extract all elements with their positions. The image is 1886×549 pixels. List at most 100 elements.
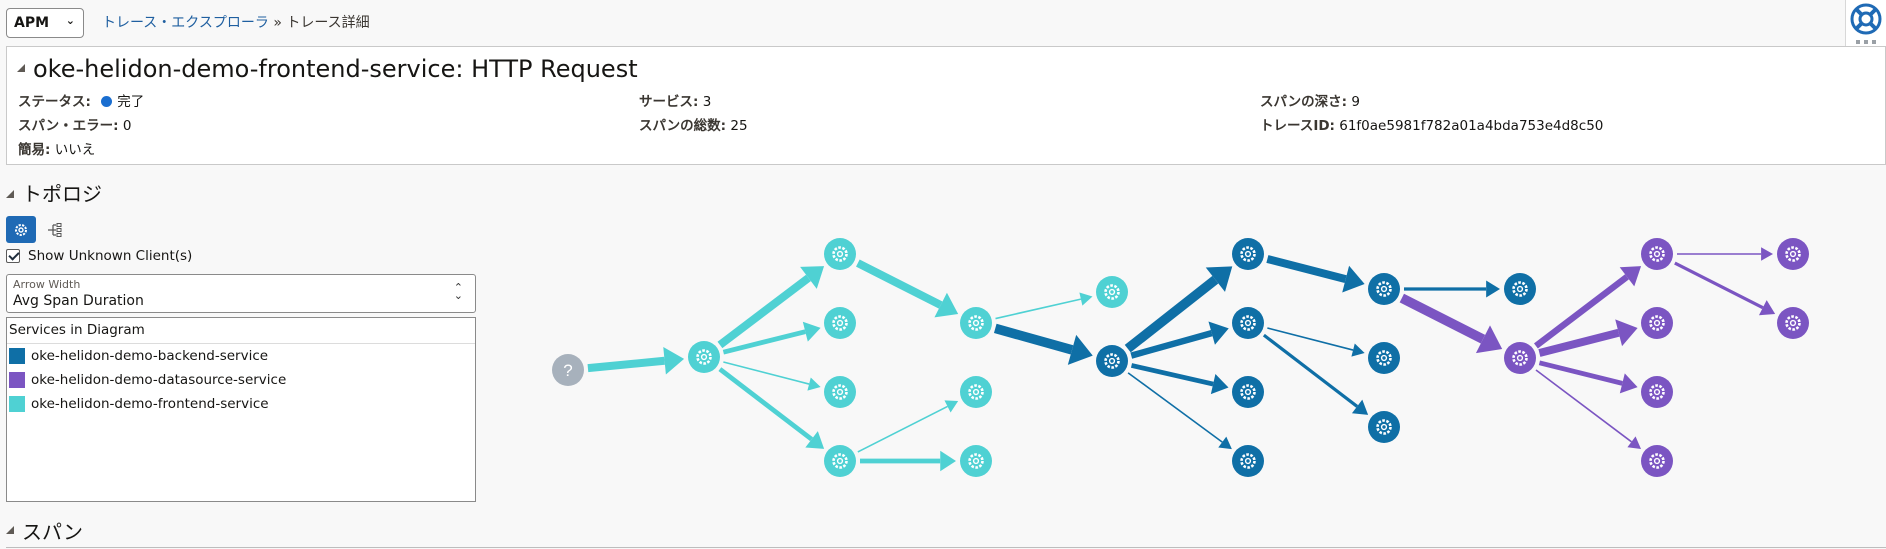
- edge-f5-b0[interactable]: [993, 323, 1074, 355]
- edge-d1-d6[interactable]: [1674, 261, 1764, 310]
- gear-icon: [1649, 453, 1665, 469]
- edge-arrowhead: [1619, 266, 1642, 287]
- edge-arrowhead: [1627, 436, 1642, 449]
- node-frontend-service[interactable]: [960, 445, 992, 477]
- edge-f5-f8[interactable]: [995, 298, 1082, 320]
- breadcrumb-separator: »: [273, 15, 282, 31]
- edge-u-f0[interactable]: [587, 356, 665, 373]
- topology-title: トポロジ: [22, 182, 102, 206]
- edge-f0-f4[interactable]: [718, 367, 814, 442]
- app-select-value: APM: [14, 15, 50, 31]
- span-errors-value: 0: [122, 118, 132, 134]
- edge-f0-f3[interactable]: [723, 361, 810, 385]
- edge-d0-d3[interactable]: [1538, 360, 1623, 386]
- node-frontend-service[interactable]: [960, 376, 992, 408]
- node-frontend-service[interactable]: [688, 341, 720, 373]
- node-backend-service[interactable]: [1368, 411, 1400, 443]
- gear-icon: [832, 246, 848, 262]
- node-datasource-service[interactable]: [1641, 238, 1673, 270]
- edge-arrowhead: [940, 450, 956, 472]
- status-dot-icon: [101, 96, 113, 107]
- services-legend-header: Services in Diagram: [7, 318, 475, 344]
- span-depth-field: スパンの深さ: 9: [1260, 90, 1360, 110]
- arrow-width-select[interactable]: Arrow Width Avg Span Duration ⌃⌄: [6, 274, 476, 313]
- simple-label: 簡易:: [18, 142, 51, 158]
- edge-b0-b4[interactable]: [1127, 372, 1223, 443]
- services-value: 3: [702, 94, 712, 110]
- node-datasource-service[interactable]: [1504, 342, 1536, 374]
- edge-b0-b2[interactable]: [1130, 330, 1213, 359]
- edge-arrowhead: [1351, 343, 1365, 357]
- node-datasource-service[interactable]: [1777, 307, 1809, 339]
- topology-collapse-icon[interactable]: [6, 190, 14, 198]
- node-datasource-service[interactable]: [1641, 307, 1673, 339]
- edge-b2-b6[interactable]: [1267, 327, 1354, 351]
- edge-arrowhead: [807, 377, 821, 391]
- gear-icon: [15, 223, 27, 236]
- edge-d0-d1[interactable]: [1533, 274, 1629, 349]
- edge-b5-d0[interactable]: [1399, 293, 1486, 344]
- breadcrumb-trace-explorer-link[interactable]: トレース・エクスプローラ: [102, 15, 269, 31]
- node-backend-service[interactable]: [1232, 238, 1264, 270]
- edge-arrowhead: [1210, 374, 1229, 395]
- simple-field: 簡易: いいえ: [18, 138, 95, 158]
- gear-icon: [1104, 353, 1120, 369]
- gear-icon: [1649, 246, 1665, 262]
- node-backend-service[interactable]: [1232, 376, 1264, 408]
- node-frontend-service[interactable]: [960, 307, 992, 339]
- node-frontend-service[interactable]: [824, 376, 856, 408]
- edge-arrowhead: [1351, 399, 1369, 415]
- edge-d0-d4[interactable]: [1535, 369, 1632, 443]
- edge-f4-f6[interactable]: [857, 405, 948, 453]
- node-datasource-service[interactable]: [1641, 376, 1673, 408]
- node-backend-service[interactable]: [1368, 342, 1400, 374]
- edge-b0-b1[interactable]: [1124, 275, 1219, 353]
- show-unknown-clients-toggle[interactable]: Show Unknown Client(s): [6, 248, 192, 264]
- edge-f1-f5[interactable]: [856, 259, 943, 309]
- span-errors-label: スパン・エラー:: [18, 118, 119, 134]
- show-unknown-clients-checkbox[interactable]: [6, 249, 20, 263]
- edge-b2-b7[interactable]: [1262, 333, 1359, 408]
- node-backend-service[interactable]: [1504, 273, 1536, 305]
- edge-arrowhead: [1218, 436, 1232, 450]
- gear-icon: [1104, 284, 1120, 300]
- app-select[interactable]: APM ⌄: [6, 8, 84, 38]
- collapse-triangle-icon[interactable]: [17, 64, 25, 72]
- node-datasource-service[interactable]: [1641, 445, 1673, 477]
- node-frontend-service[interactable]: [824, 445, 856, 477]
- status-field: ステータス: 完了: [18, 90, 144, 110]
- tree-view-button[interactable]: [40, 216, 70, 243]
- edge-f0-f2[interactable]: [722, 329, 806, 355]
- node-frontend-service[interactable]: [1096, 276, 1128, 308]
- edge-b1-b5[interactable]: [1266, 255, 1347, 284]
- node-frontend-service[interactable]: [824, 307, 856, 339]
- legend-swatch: [9, 348, 25, 364]
- edge-f0-f1[interactable]: [717, 274, 811, 349]
- legend-label: oke-helidon-demo-datasource-service: [31, 372, 287, 388]
- status-label: ステータス:: [18, 94, 91, 110]
- edge-b0-b3[interactable]: [1130, 363, 1214, 387]
- spans-collapse-icon[interactable]: [6, 526, 14, 534]
- edge-d0-d2[interactable]: [1538, 328, 1620, 357]
- gear-icon: [1240, 453, 1256, 469]
- edge-arrowhead: [1486, 280, 1500, 298]
- node-frontend-service[interactable]: [824, 238, 856, 270]
- gear-icon: [1240, 384, 1256, 400]
- edge-arrowhead: [1475, 325, 1503, 354]
- node-unknown-service[interactable]: ?: [552, 354, 584, 386]
- trace-id-label: トレースID:: [1260, 118, 1335, 134]
- topology-view-button[interactable]: [6, 216, 36, 243]
- gear-icon: [832, 315, 848, 331]
- trace-id-field: トレースID: 61f0ae5981f782a01a4bda753e4d8c50: [1260, 114, 1603, 134]
- arrow-width-value: Avg Span Duration: [13, 293, 144, 309]
- edge-arrowhead: [1615, 319, 1638, 347]
- node-datasource-service[interactable]: [1777, 238, 1809, 270]
- node-backend-service[interactable]: [1232, 307, 1264, 339]
- node-backend-service[interactable]: [1368, 273, 1400, 305]
- edge-arrowhead: [1205, 266, 1233, 292]
- simple-value: いいえ: [54, 142, 96, 158]
- node-backend-service[interactable]: [1232, 445, 1264, 477]
- node-backend-service[interactable]: [1096, 345, 1128, 377]
- trace-summary-panel: oke-helidon-demo-frontend-service: HTTP …: [6, 46, 1886, 165]
- top-bar: APM ⌄ トレース・エクスプローラ » トレース詳細: [0, 0, 1886, 44]
